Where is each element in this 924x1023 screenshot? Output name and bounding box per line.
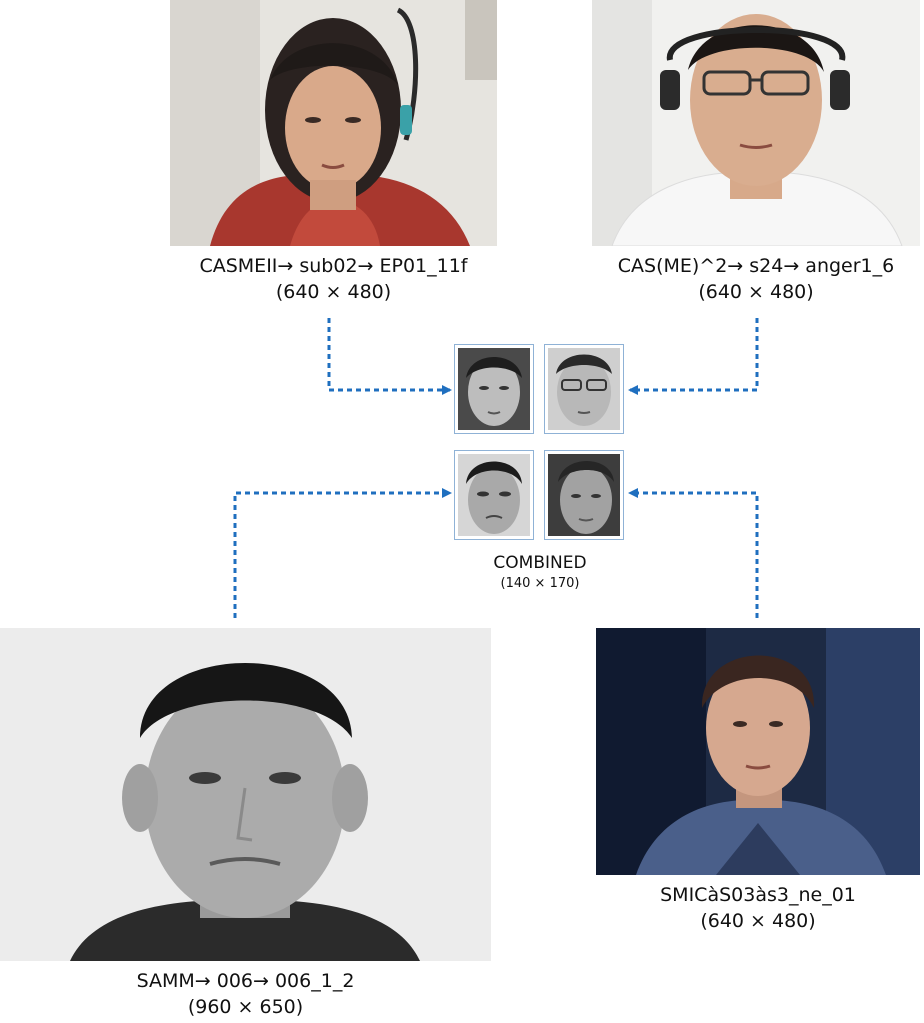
face-photo-male-glasses-color-icon xyxy=(592,0,920,246)
arrow-samm-to-combined xyxy=(233,488,452,618)
smic-photo xyxy=(596,628,920,875)
casmeii-caption: CASMEII→ sub02→ EP01_11f (640 × 480) xyxy=(170,253,497,305)
cropped-face-smic-icon xyxy=(548,454,620,536)
combined-thumb-casme2 xyxy=(544,344,624,434)
combined-thumb-samm xyxy=(454,450,534,540)
arrow-smic-to-combined xyxy=(628,488,759,618)
casme2-label: CAS(ME)^2→ s24→ anger1_6 xyxy=(617,255,895,277)
face-photo-female-color-icon xyxy=(170,0,497,246)
samm-caption: SAMM→ 006→ 006_1_2 (960 × 650) xyxy=(0,968,491,1020)
cropped-face-samm-icon xyxy=(458,454,530,536)
combined-title: COMBINED xyxy=(493,553,587,573)
samm-dims: (960 × 650) xyxy=(187,996,304,1018)
cropped-face-casme2-icon xyxy=(548,348,620,430)
cropped-face-casmeii-icon xyxy=(458,348,530,430)
face-photo-male-blue-background-icon xyxy=(596,628,920,875)
samm-photo xyxy=(0,628,491,961)
arrow-casmeii-to-combined xyxy=(327,318,452,395)
face-photo-male-grayscale-icon xyxy=(0,628,491,961)
samm-label: SAMM→ 006→ 006_1_2 xyxy=(136,970,355,992)
smic-dims: (640 × 480) xyxy=(700,910,816,932)
smic-caption: SMICàS03às3_ne_01 (640 × 480) xyxy=(596,882,920,934)
casmeii-dims: (640 × 480) xyxy=(275,281,392,303)
combined-dims: (140 × 170) xyxy=(500,576,580,591)
combined-thumb-casmeii xyxy=(454,344,534,434)
smic-label: SMICàS03às3_ne_01 xyxy=(660,884,856,906)
casme2-dims: (640 × 480) xyxy=(698,281,814,303)
casmeii-label: CASMEII→ sub02→ EP01_11f xyxy=(199,255,468,277)
casme2-caption: CAS(ME)^2→ s24→ anger1_6 (640 × 480) xyxy=(592,253,920,305)
casme2-photo xyxy=(592,0,920,246)
combined-caption: COMBINED (140 × 170) xyxy=(440,552,640,594)
arrow-casme2-to-combined xyxy=(628,318,759,395)
casmeii-photo xyxy=(170,0,497,246)
combined-thumb-smic xyxy=(544,450,624,540)
